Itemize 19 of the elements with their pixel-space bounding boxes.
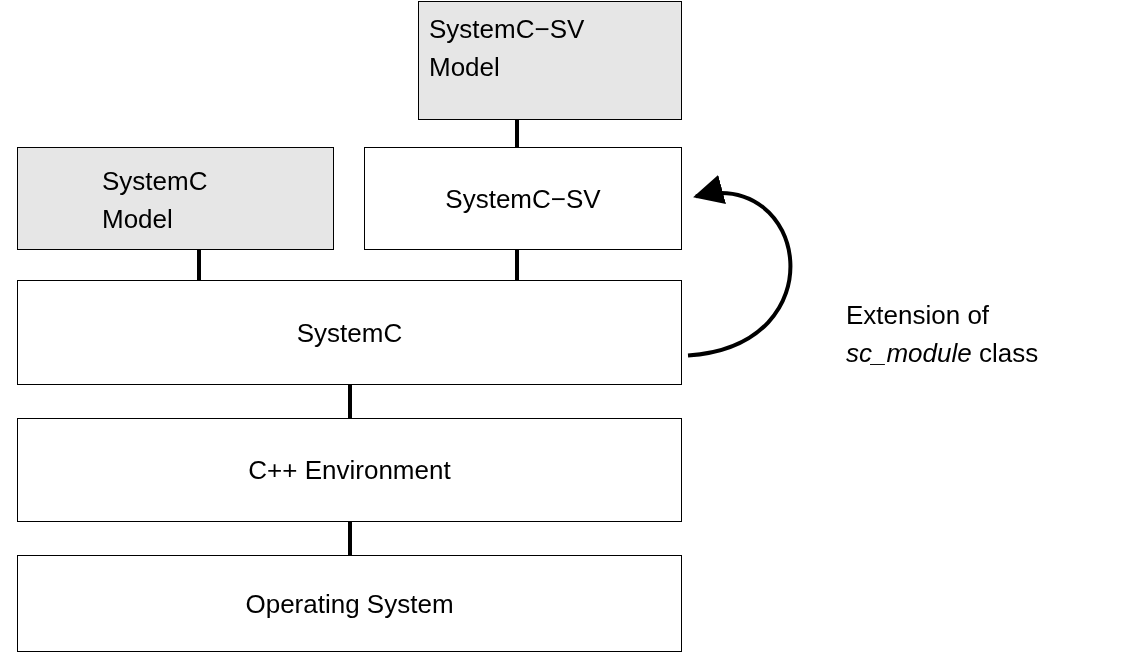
edge-label: Extension of sc_module class — [846, 299, 1040, 370]
connector-line — [348, 385, 352, 418]
box-label: SystemC — [296, 316, 403, 350]
layer-box — [17, 147, 334, 250]
connector-line — [515, 120, 519, 147]
box-label: SystemC Model — [101, 165, 209, 236]
layer-box — [17, 555, 682, 652]
layer-box — [418, 1, 682, 120]
connector-line — [515, 250, 519, 280]
box-label: Operating System — [245, 587, 454, 621]
connector-line — [348, 522, 352, 555]
layer-box — [17, 280, 682, 385]
layer-box — [17, 418, 682, 522]
box-label: C++ Environment — [248, 454, 451, 487]
box-label: SystemC−SV — [445, 182, 601, 216]
connector-line — [197, 250, 201, 280]
curved-arrow — [687, 178, 793, 358]
box-label: SystemC−SV Model — [428, 13, 586, 84]
layer-box — [364, 147, 682, 250]
